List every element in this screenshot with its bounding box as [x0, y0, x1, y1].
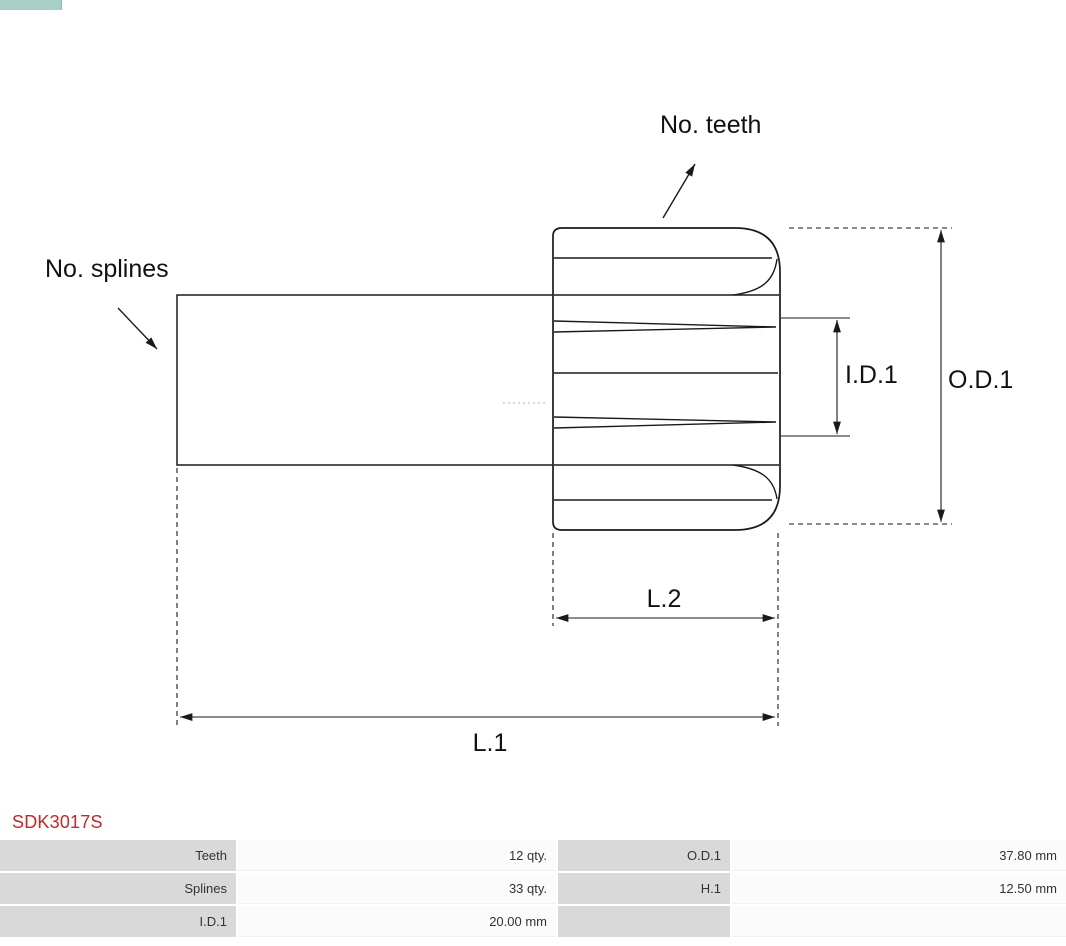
spec-splines-label: Splines — [0, 873, 236, 904]
spec-teeth-value: 12 qty. — [238, 840, 556, 871]
spec-id1-label: I.D.1 — [0, 906, 236, 937]
part-code: SDK3017S — [12, 812, 103, 832]
no-teeth-arrow — [662, 163, 696, 219]
spec-empty-value — [732, 906, 1066, 937]
dim-label-l2: L.2 — [647, 585, 682, 613]
callout-arrows — [117, 163, 696, 350]
technical-drawing: No. teeth No. splines I.D.1 O.D.1 L.2 L.… — [45, 111, 1013, 757]
callout-no-teeth-label: No. teeth — [660, 111, 761, 139]
dim-label-od1: O.D.1 — [948, 366, 1013, 394]
gear-outline — [552, 227, 781, 531]
dim-label-id1: I.D.1 — [845, 361, 898, 389]
dim-l2 — [552, 533, 779, 726]
logo-fragment — [0, 0, 62, 10]
spec-od1-value: 37.80 mm — [732, 840, 1066, 871]
dim-id1 — [781, 317, 850, 437]
dim-od1 — [789, 227, 952, 525]
dim-l1 — [176, 468, 775, 726]
spec-empty-label — [558, 906, 730, 937]
no-splines-arrow — [117, 307, 158, 350]
callout-no-splines-label: No. splines — [45, 255, 169, 283]
spec-splines-value: 33 qty. — [238, 873, 556, 904]
spec-od1-label: O.D.1 — [558, 840, 730, 871]
spec-h1-label: H.1 — [558, 873, 730, 904]
dim-label-l1: L.1 — [473, 729, 508, 757]
spec-table: Teeth 12 qty. O.D.1 37.80 mm Splines 33 … — [0, 840, 1066, 937]
spec-teeth-label: Teeth — [0, 840, 236, 871]
gear-teeth-lines — [553, 257, 779, 501]
spec-id1-value: 20.00 mm — [238, 906, 556, 937]
shaft-outline — [176, 294, 553, 466]
spec-h1-value: 12.50 mm — [732, 873, 1066, 904]
